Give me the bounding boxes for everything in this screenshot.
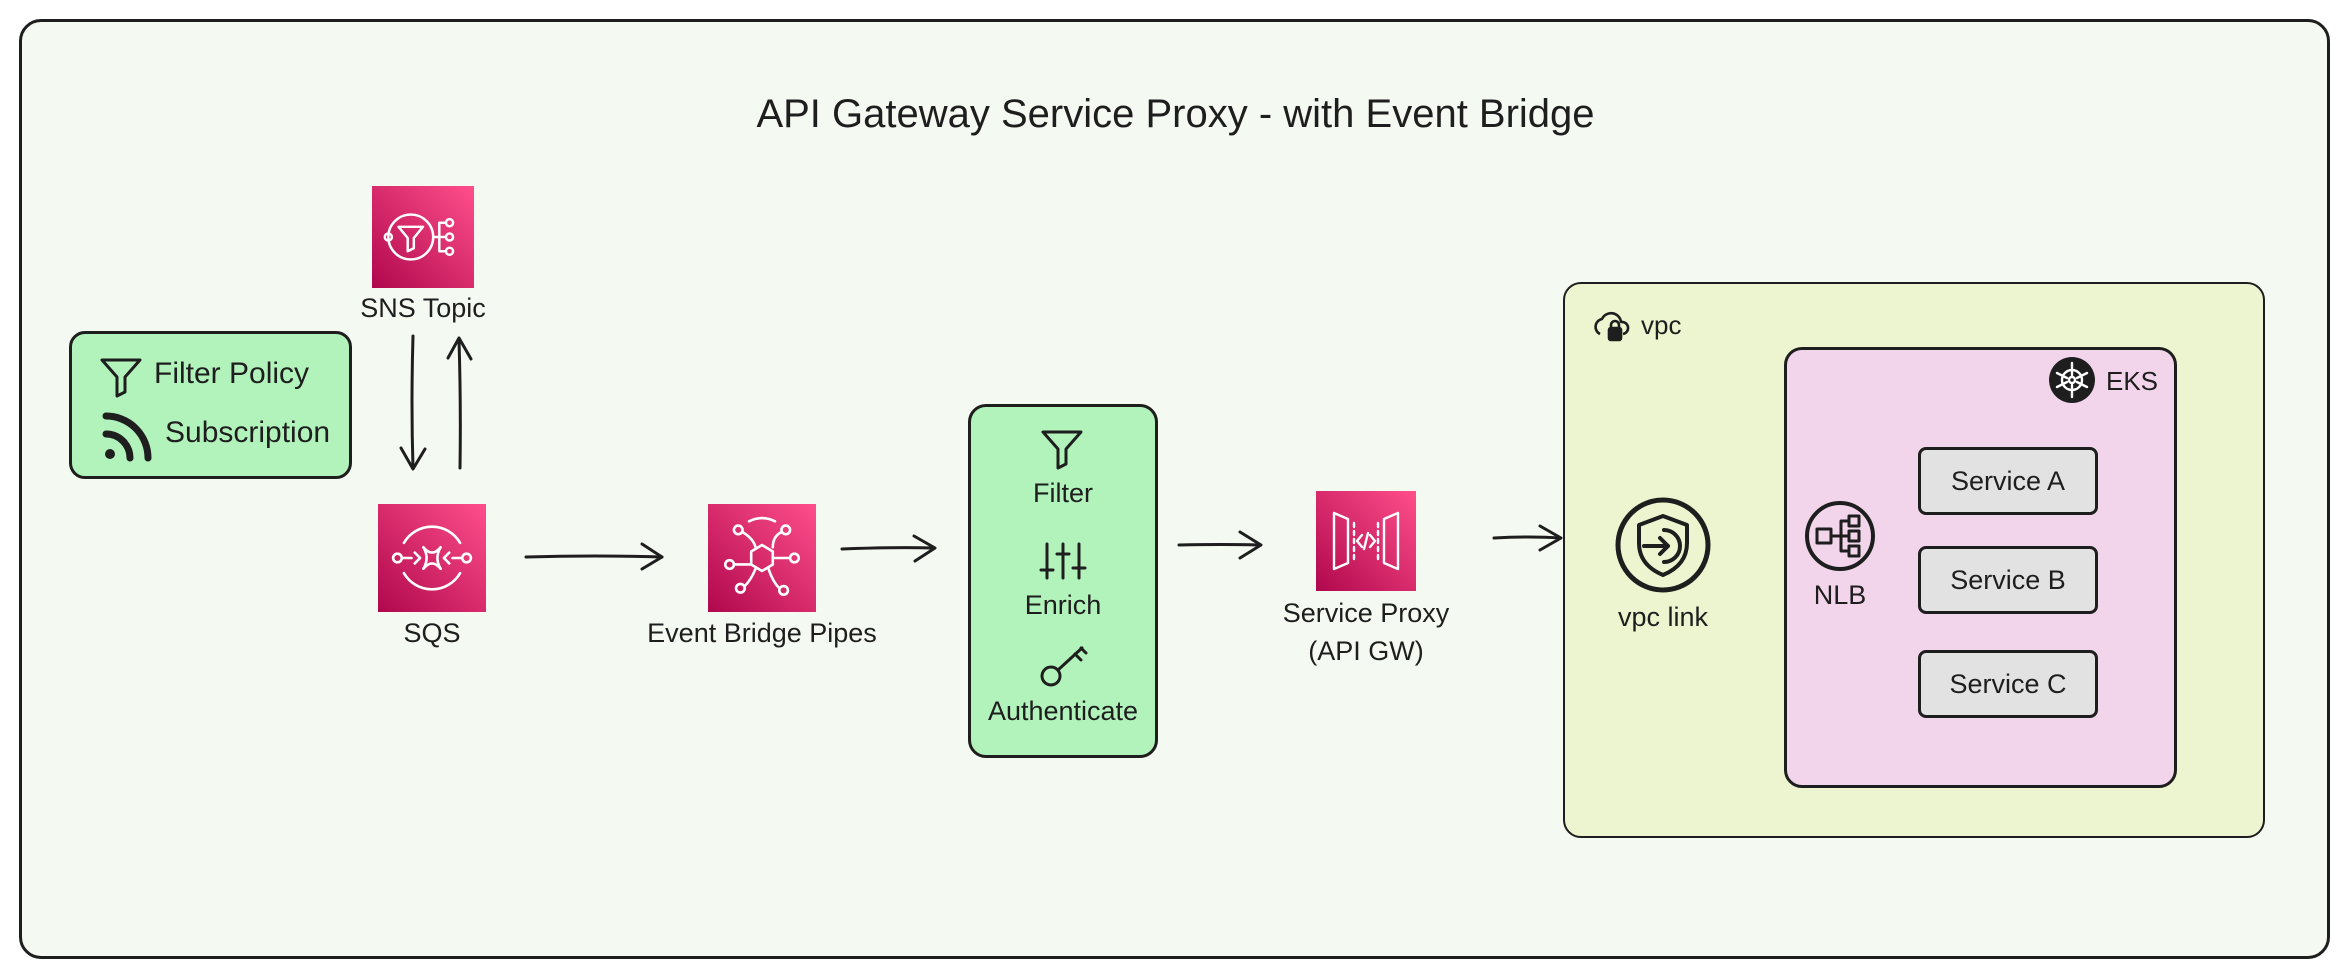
enrich-step-label: Enrich — [1024, 590, 1102, 620]
sqs-label: SQS — [403, 618, 461, 648]
sns-topic-label: SNS Topic — [360, 293, 486, 323]
arrow-eventbridge-to-steps — [840, 534, 937, 563]
service-b-box: Service B — [1918, 546, 2098, 614]
pipe-steps-box — [968, 404, 1158, 758]
vpc-link-label: vpc link — [1617, 602, 1709, 632]
arrow-service-proxy-to-vpc — [1492, 524, 1563, 552]
load-balancer-icon — [1803, 499, 1877, 573]
vpc-label: vpc — [1641, 310, 1682, 340]
authenticate-step-label: Authenticate — [987, 696, 1139, 726]
nlb-label: NLB — [1813, 580, 1867, 610]
filter-policy-box — [69, 331, 352, 479]
api-gateway-icon — [1316, 491, 1416, 591]
eks-label: EKS — [2106, 366, 2159, 396]
service-a-box: Service A — [1918, 447, 2098, 515]
service-c-label: Service C — [1949, 668, 2067, 699]
cloud-lock-icon — [1590, 308, 1630, 344]
vpc-link-shield-icon — [1614, 496, 1712, 594]
arrow-sns-to-sqs — [399, 334, 427, 471]
filter-policy-label: Filter Policy — [154, 357, 310, 390]
service-c-box: Service C — [1918, 650, 2098, 718]
rss-icon — [102, 410, 154, 462]
kubernetes-icon — [2049, 357, 2095, 403]
arrow-sqs-to-sns — [446, 336, 473, 470]
filter-icon — [99, 356, 143, 398]
key-icon — [1039, 642, 1089, 688]
subscription-label: Subscription — [165, 416, 331, 449]
eventbridge-pipes-icon — [708, 504, 816, 612]
service-proxy-label-line1: Service Proxy — [1282, 598, 1450, 628]
eventbridge-pipes-label: Event Bridge Pipes — [647, 618, 877, 648]
sqs-icon — [378, 504, 486, 612]
diagram-title: API Gateway Service Proxy - with Event B… — [756, 92, 1595, 136]
arrow-steps-to-service-proxy — [1177, 530, 1263, 560]
filter-step-label: Filter — [1033, 478, 1093, 508]
sns-topic-icon — [372, 186, 474, 288]
service-b-label: Service B — [1950, 564, 2066, 595]
service-proxy-label-line2: (API GW) — [1308, 636, 1424, 666]
sliders-icon — [1039, 540, 1087, 582]
filter-icon — [1040, 428, 1084, 470]
service-a-label: Service A — [1950, 465, 2066, 496]
arrow-sqs-to-eventbridge — [524, 542, 664, 571]
